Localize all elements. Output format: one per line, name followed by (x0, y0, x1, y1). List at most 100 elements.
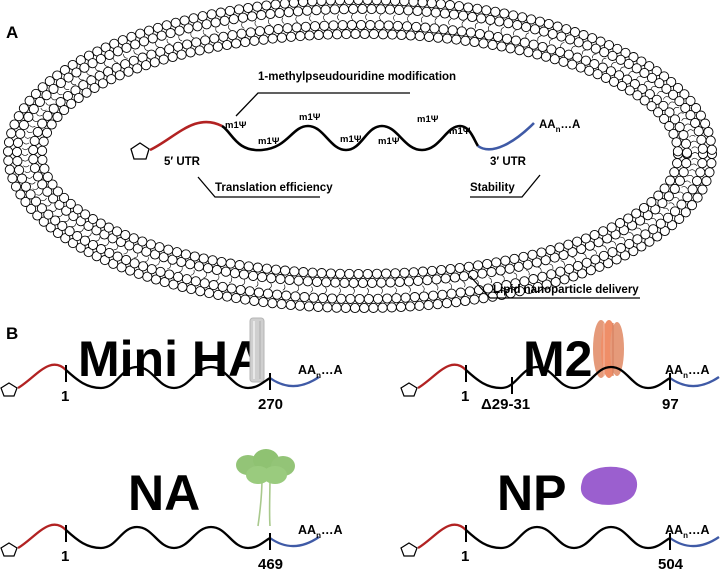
lipid-head (658, 100, 669, 111)
lipid-head (83, 247, 94, 258)
lipid-tail (636, 227, 642, 232)
lipid-head (52, 111, 63, 123)
lipid-head (663, 191, 674, 202)
lipid-head (114, 70, 125, 81)
lipid-head (14, 165, 25, 176)
lipid-head (80, 209, 91, 220)
lipid-head (653, 190, 664, 201)
lipid-head (639, 95, 650, 106)
lipid-tail (45, 203, 52, 207)
lipid-head (194, 45, 205, 56)
lipid-head (249, 295, 260, 306)
lipid-head-groups (2, 0, 718, 314)
lipid-head (199, 278, 210, 289)
lipid-head (138, 261, 149, 272)
lipid-head (433, 32, 444, 43)
lipid-head (528, 274, 539, 285)
lipid-head (276, 32, 287, 43)
lipid-head (253, 287, 264, 298)
lipid-head (503, 18, 514, 29)
lipid-head (706, 144, 717, 155)
lipid-head (482, 258, 493, 270)
lipid-head (108, 258, 119, 269)
cap-icon (130, 142, 150, 160)
start-position: 1 (461, 388, 469, 405)
lipid-head (362, 0, 373, 6)
lipid-head (458, 271, 470, 282)
utr3-segment (269, 536, 320, 548)
lipid-tail (57, 213, 63, 217)
lipid-head (32, 126, 43, 138)
lipid-tail (500, 27, 505, 33)
lipid-head (357, 277, 368, 289)
lipid-tail (689, 135, 696, 138)
lipid-head (344, 0, 355, 6)
lipid-head (282, 23, 293, 34)
lipid-head (668, 89, 679, 100)
lipid-head (349, 302, 361, 314)
lipid-head (335, 268, 346, 279)
lipid-head (164, 269, 175, 280)
lipid-head (394, 276, 405, 288)
lipid-head (288, 0, 299, 8)
lipid-head (417, 266, 428, 277)
lipid-head (445, 263, 456, 275)
lipid-head (41, 127, 53, 138)
lipid-head (615, 54, 626, 65)
lipid-head (490, 6, 501, 17)
lipid-head (697, 184, 708, 195)
lipid-head (357, 3, 368, 15)
np-protein-icon (580, 466, 638, 505)
lipid-tail (40, 107, 47, 111)
lipid-head (254, 26, 265, 37)
lipid-head (272, 289, 283, 300)
lipid-tail (620, 236, 626, 242)
lipid-head (465, 27, 476, 38)
lipid-head (392, 20, 403, 31)
lipid-head (12, 156, 23, 167)
lipid-head (298, 0, 309, 8)
lipid-head (236, 28, 247, 39)
lipid-head (37, 118, 48, 129)
lipid-head (290, 291, 301, 302)
lipid-head (63, 72, 74, 83)
lipid-head (693, 126, 704, 137)
lipid-head (632, 234, 643, 245)
lipid-head (521, 22, 532, 33)
lipid-head (240, 37, 251, 48)
construct-mini-ha: Mini HA 1 270 AAn…A (0, 317, 342, 413)
lipid-head (332, 29, 343, 40)
lipid-head (496, 41, 507, 52)
lipid-head (348, 277, 359, 289)
lipid-head (171, 247, 183, 258)
lipid-head (538, 26, 549, 37)
lipid-head (578, 30, 589, 41)
lipid-head (37, 179, 48, 190)
lipid-head (636, 56, 647, 67)
lipid-head (546, 269, 557, 280)
lipid-head (362, 268, 373, 280)
lipid-tail (26, 130, 33, 133)
lipid-tail (36, 113, 43, 117)
lipid-head (646, 197, 657, 208)
lipid-head (572, 260, 583, 272)
lipid-head (383, 20, 394, 31)
lipid-head (190, 276, 201, 287)
lipid-head (572, 236, 583, 247)
lipid-head (460, 35, 471, 46)
lipid-head (378, 29, 389, 40)
lipid-head (390, 268, 401, 279)
lipid-head (678, 130, 689, 141)
lipid-head (270, 0, 281, 10)
lipid-head (565, 34, 576, 45)
lipid-tail (549, 263, 554, 270)
lipid-head (706, 158, 717, 169)
lipid-tail (24, 136, 31, 139)
lipid-tail (50, 96, 57, 101)
lipid-head (454, 1, 465, 12)
lipid-head (682, 192, 693, 203)
lipid-head (456, 26, 467, 37)
lipid-head (463, 2, 474, 13)
utr5-segment (17, 363, 67, 389)
